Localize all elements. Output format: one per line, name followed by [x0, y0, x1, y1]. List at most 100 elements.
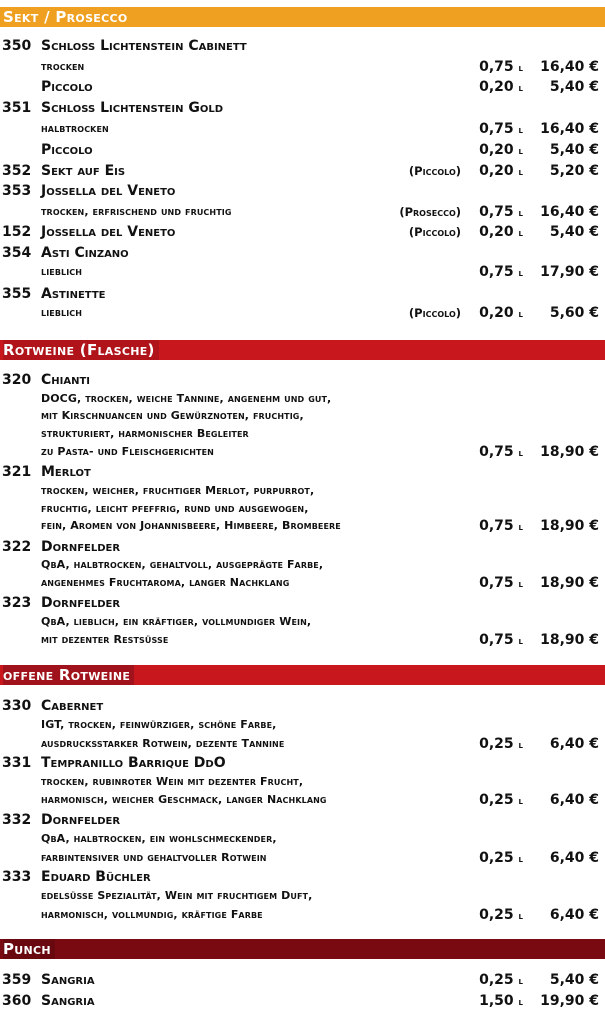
item-description: zu Pasta- und Fleischgerichten: [41, 445, 214, 458]
item-price: 5,40 €: [549, 142, 599, 158]
item-number: 351: [2, 100, 32, 116]
section-header: Sekt / Prosecco: [0, 7, 605, 27]
item-description: QbA, halbtrocken, gehaltvoll, ausgeprägt…: [41, 558, 324, 571]
volume-unit: l: [518, 268, 523, 279]
item-description: edelsüsse Spezialität, Wein mit fruchtig…: [41, 889, 313, 902]
item-name: Piccolo: [41, 79, 93, 95]
item-name: Jossella del Veneto: [41, 224, 176, 240]
section-title: Rotweine (Flasche): [3, 340, 159, 360]
item-number: 350: [2, 38, 32, 54]
volume-unit: l: [518, 63, 523, 74]
item-volume: 0,25 l: [479, 972, 523, 988]
item-description: angenehmes Fruchtaroma, langer Nachklang: [41, 576, 290, 589]
item-volume: 0,20 l: [479, 142, 523, 158]
item-name: Merlot: [41, 464, 91, 480]
menu-row: QbA, halbtrocken, ein wohlschmeckender,: [0, 829, 605, 849]
item-price: 5,60 €: [549, 305, 599, 321]
item-note: (Prosecco): [399, 205, 461, 219]
item-price: 6,40 €: [549, 850, 599, 866]
menu-row: edelsüsse Spezialität, Wein mit fruchtig…: [0, 886, 605, 906]
section-header: Punch: [0, 939, 605, 959]
item-name: Schloss Lichtenstein Cabinett: [41, 38, 247, 54]
menu-row: harmonisch, weicher Geschmack, langer Na…: [0, 790, 605, 810]
item-description: harmonisch, vollmundig, kräftige Farbe: [41, 908, 263, 921]
item-price: 18,90 €: [540, 575, 599, 591]
item-volume: 0,20 l: [479, 305, 523, 321]
volume-unit: l: [518, 740, 523, 751]
item-name: Sangria: [41, 972, 95, 988]
item-name: Dornfelder: [41, 812, 121, 828]
item-note: (Piccolo): [408, 225, 461, 239]
item-description: trocken: [41, 60, 85, 73]
item-number: 353: [2, 183, 32, 199]
item-description: trocken, weicher, fruchtiger Merlot, pur…: [41, 484, 315, 497]
volume-unit: l: [518, 309, 523, 320]
item-description: IGT, trocken, feinwürziger, schöne Farbe…: [41, 718, 277, 731]
item-number: 355: [2, 286, 32, 302]
item-description: mit dezenter Restsüsse: [41, 633, 169, 646]
item-number: 321: [2, 464, 32, 480]
item-description: lieblich: [41, 306, 83, 319]
menu-row: 321 Merlot: [0, 462, 605, 482]
volume-unit: l: [518, 228, 523, 239]
item-number: 360: [2, 993, 32, 1009]
item-price: 17,90 €: [540, 264, 599, 280]
item-volume: 0,25 l: [479, 736, 523, 752]
menu-row: 323 Dornfelder: [0, 593, 605, 613]
item-description: QbA, lieblich, ein kräftiger, vollmundig…: [41, 615, 312, 628]
item-name: Dornfelder: [41, 595, 121, 611]
item-volume: 0,25 l: [479, 850, 523, 866]
volume-unit: l: [518, 448, 523, 459]
menu-row: DOCG, trocken, weiche Tannine, angenehm …: [0, 389, 605, 409]
item-number: 352: [2, 163, 32, 179]
item-name: Jossella del Veneto: [41, 183, 176, 199]
item-description: harmonisch, weicher Geschmack, langer Na…: [41, 793, 327, 806]
section-title: Sekt / Prosecco: [3, 7, 132, 27]
menu-row: QbA, halbtrocken, gehaltvoll, ausgeprägt…: [0, 555, 605, 575]
volume-unit: l: [518, 854, 523, 865]
item-number: 331: [2, 755, 32, 771]
item-volume: 0,75 l: [479, 204, 523, 220]
item-volume: 0,25 l: [479, 907, 523, 923]
volume-unit: l: [518, 997, 523, 1008]
item-volume: 0,20 l: [479, 79, 523, 95]
item-description: farbintensiver und gehaltvoller Rotwein: [41, 851, 267, 864]
volume-unit: l: [518, 579, 523, 590]
item-number: 322: [2, 539, 32, 555]
volume-unit: l: [518, 636, 523, 647]
menu-row: farbintensiver und gehaltvoller Rotwein 0…: [0, 848, 605, 868]
menu-row: harmonisch, vollmundig, kräftige Farbe 0,…: [0, 905, 605, 925]
item-volume: 0,75 l: [479, 444, 523, 460]
item-description: QbA, halbtrocken, ein wohlschmeckender,: [41, 832, 277, 845]
item-name: Chianti: [41, 372, 91, 388]
item-number: 354: [2, 245, 32, 261]
item-price: 18,90 €: [540, 518, 599, 534]
section-title: Punch: [3, 939, 55, 959]
item-price: 5,40 €: [549, 79, 599, 95]
menu-row: 350 Schloss Lichtenstein Cabinett: [0, 36, 605, 56]
item-price: 16,40 €: [540, 204, 599, 220]
item-price: 16,40 €: [540, 121, 599, 137]
volume-unit: l: [518, 208, 523, 219]
item-price: 6,40 €: [549, 907, 599, 923]
item-description: fein, Aromen von Johannisbeere, Himbeere…: [41, 519, 341, 532]
menu-row: trocken, weicher, fruchtiger Merlot, pur…: [0, 481, 605, 501]
item-volume: 0,75 l: [479, 632, 523, 648]
menu-row: Piccolo 0,20 l 5,40 €: [0, 77, 605, 97]
item-number: 323: [2, 595, 32, 611]
volume-unit: l: [518, 976, 523, 987]
volume-unit: l: [518, 83, 523, 94]
